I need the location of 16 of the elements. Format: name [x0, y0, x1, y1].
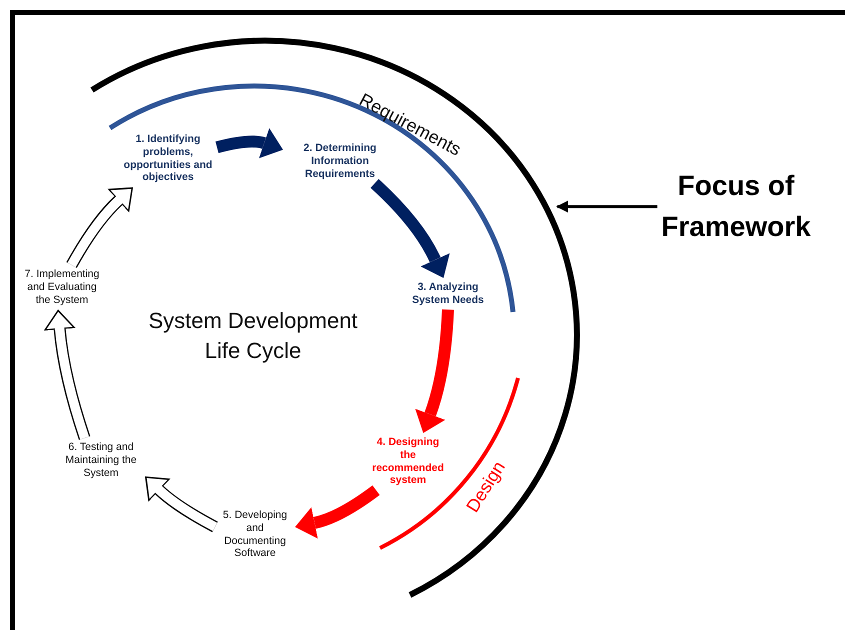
focus-heading: Focus of Framework [661, 166, 811, 248]
block-arrow [44, 309, 90, 440]
block-arrow [144, 476, 218, 532]
arrow [556, 200, 658, 213]
block-arrow [66, 186, 133, 268]
step-label: 5. Developing and Documenting Software [218, 509, 292, 560]
step-label: 6. Testing and Maintaining the System [60, 441, 142, 480]
step-label: 3. Analyzing System Needs [403, 281, 493, 307]
block-arrow [415, 309, 454, 434]
step-label: 7. Implementing and Evaluating the System [22, 268, 102, 306]
step-label: 4. Designing the recommended system [370, 436, 446, 488]
cycle-title: System Development Life Cycle [147, 307, 359, 365]
block-arrow [370, 179, 450, 278]
step-label: 1. Identifying problems, opportunities and objectives [122, 133, 214, 184]
block-arrow [216, 128, 284, 159]
block-arrow [295, 485, 380, 538]
